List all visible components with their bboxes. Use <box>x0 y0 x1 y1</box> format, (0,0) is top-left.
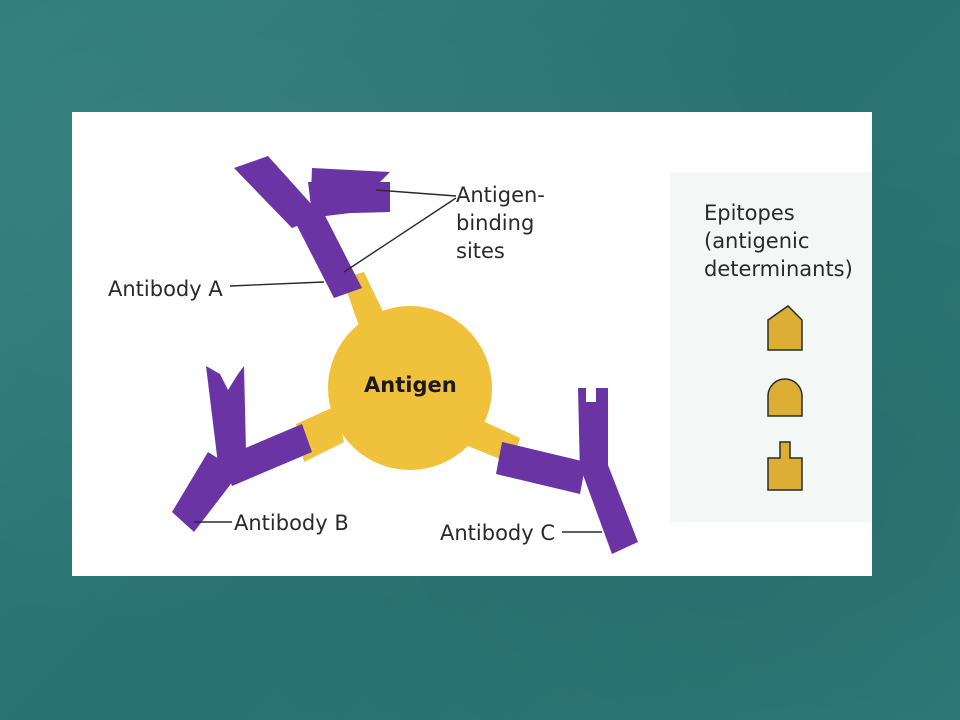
epitopes-label-line2: (antigenic <box>704 229 809 253</box>
diagram-card: Antigen- binding sites Antibody A Antibo… <box>72 112 872 576</box>
binding-sites-label-line3: sites <box>456 239 505 263</box>
antigen <box>296 272 520 470</box>
epitope-rounded-icon <box>767 378 803 417</box>
leader-lines <box>194 189 602 533</box>
antigen-label: Antigen <box>364 373 457 397</box>
binding-sites-label-line1: Antigen- <box>456 183 545 207</box>
antibody-b <box>172 366 312 532</box>
antibody-a <box>234 156 390 298</box>
epitopes-label-line3: determinants) <box>704 257 853 281</box>
antibody-antigen-diagram: Antigen- binding sites Antibody A Antibo… <box>108 156 872 554</box>
binding-sites-label-line2: binding <box>456 211 534 235</box>
antibody-c-label: Antibody C <box>440 521 555 545</box>
epitopes-label-line1: Epitopes <box>704 201 795 225</box>
antibody-c <box>496 388 638 554</box>
antibody-a-label: Antibody A <box>108 277 223 301</box>
epitope-pointed-icon <box>767 305 803 351</box>
epitope-notched-icon <box>767 441 803 491</box>
antibody-b-label: Antibody B <box>234 511 349 535</box>
